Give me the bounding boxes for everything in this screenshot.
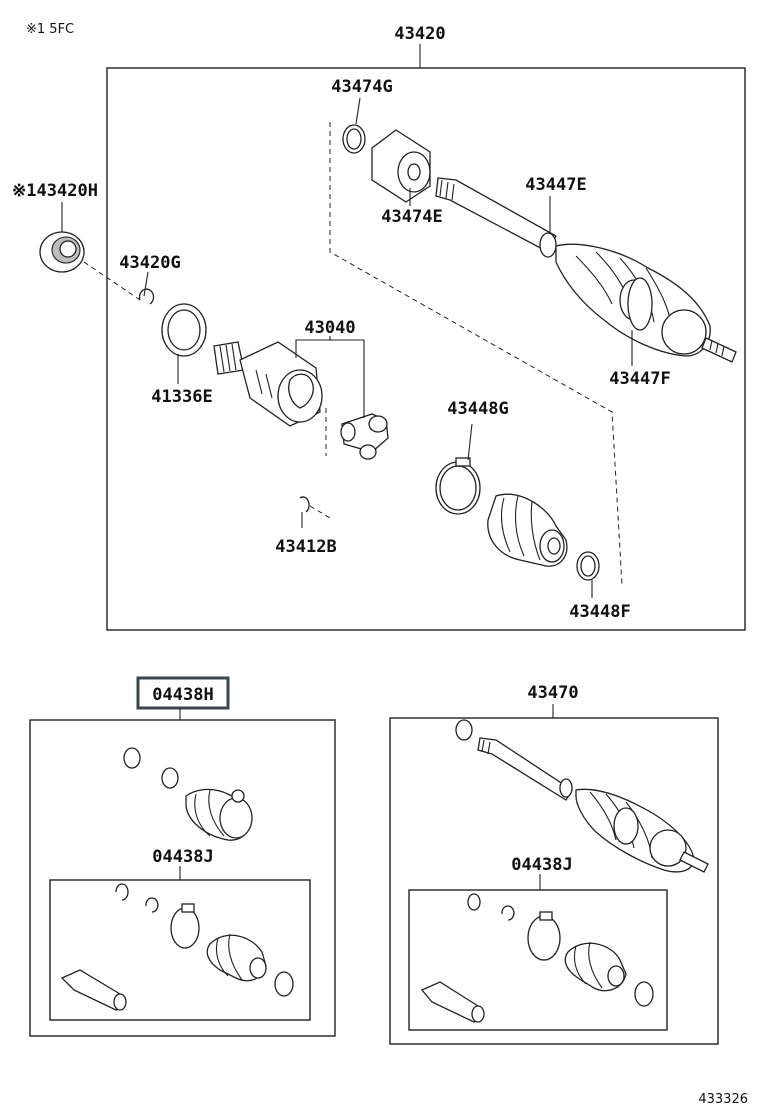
part-label-43412B[interactable]: 43412B [275, 537, 336, 557]
part-label-43420G[interactable]: 43420G [119, 253, 180, 273]
figure-id: 433326 [698, 1092, 748, 1107]
part-label-04438J-right[interactable]: 04438J [511, 855, 572, 875]
clamp-43447F[interactable] [627, 277, 653, 331]
dashed-group-outline [329, 122, 623, 586]
assembly-43470-frame [389, 717, 719, 1045]
part-label-43447F[interactable]: 43447F [609, 369, 670, 389]
assembly-43470-shaft [455, 719, 709, 873]
part-label-43040[interactable]: 43040 [304, 318, 355, 338]
bracket-43040 [295, 336, 365, 418]
kit-04438J-left-parts [60, 883, 294, 1011]
clamp-43448F[interactable] [576, 551, 600, 581]
snap-ring-43412B[interactable] [299, 496, 310, 513]
part-label-43448F[interactable]: 43448F [569, 602, 630, 622]
oil-seal-43420H[interactable] [39, 231, 85, 273]
leader-43474G [355, 97, 361, 125]
leader-43448G [467, 423, 473, 461]
assembly-43420-frame [106, 67, 746, 631]
part-label-43447E[interactable]: 43447E [525, 175, 586, 195]
kit-04438J-left-frame [49, 879, 311, 1021]
kit-04438J-right-parts [420, 893, 654, 1023]
inner-joint-43040[interactable] [213, 341, 323, 427]
part-label-43420H[interactable]: ※143420H [12, 181, 98, 201]
part-label-43470[interactable]: 43470 [527, 683, 578, 703]
inner-boot[interactable] [487, 493, 568, 567]
part-label-41336E[interactable]: 41336E [151, 387, 212, 407]
dash-43412B [309, 505, 331, 519]
kit-04438H-parts [123, 747, 253, 841]
dust-ring-41336E[interactable] [161, 303, 207, 357]
part-label-04438J-left[interactable]: 04438J [152, 847, 213, 867]
leader-43420G [143, 271, 149, 297]
part-label-43474G[interactable]: 43474G [331, 77, 392, 97]
tripod-joint[interactable] [340, 413, 389, 460]
part-label-43474E[interactable]: 43474E [381, 207, 442, 227]
snap-ring-43420G[interactable] [138, 288, 155, 305]
part-label-43448G[interactable]: 43448G [447, 399, 508, 419]
corner-note: ※1 5FC [26, 22, 74, 37]
part-label-43420[interactable]: 43420 [394, 24, 445, 44]
damper-43474E[interactable] [371, 129, 431, 203]
kit-04438H-frame [29, 719, 336, 1037]
clamp-43447E[interactable] [539, 232, 557, 258]
highlight-04438H [136, 676, 230, 710]
boot-band-43448G[interactable] [435, 457, 481, 515]
leader-dash-43420H [83, 261, 141, 301]
kit-04438J-right-frame [408, 889, 668, 1031]
part-label-04438H[interactable]: 04438H [152, 685, 213, 705]
clamp-ring-43474G[interactable] [342, 124, 366, 154]
